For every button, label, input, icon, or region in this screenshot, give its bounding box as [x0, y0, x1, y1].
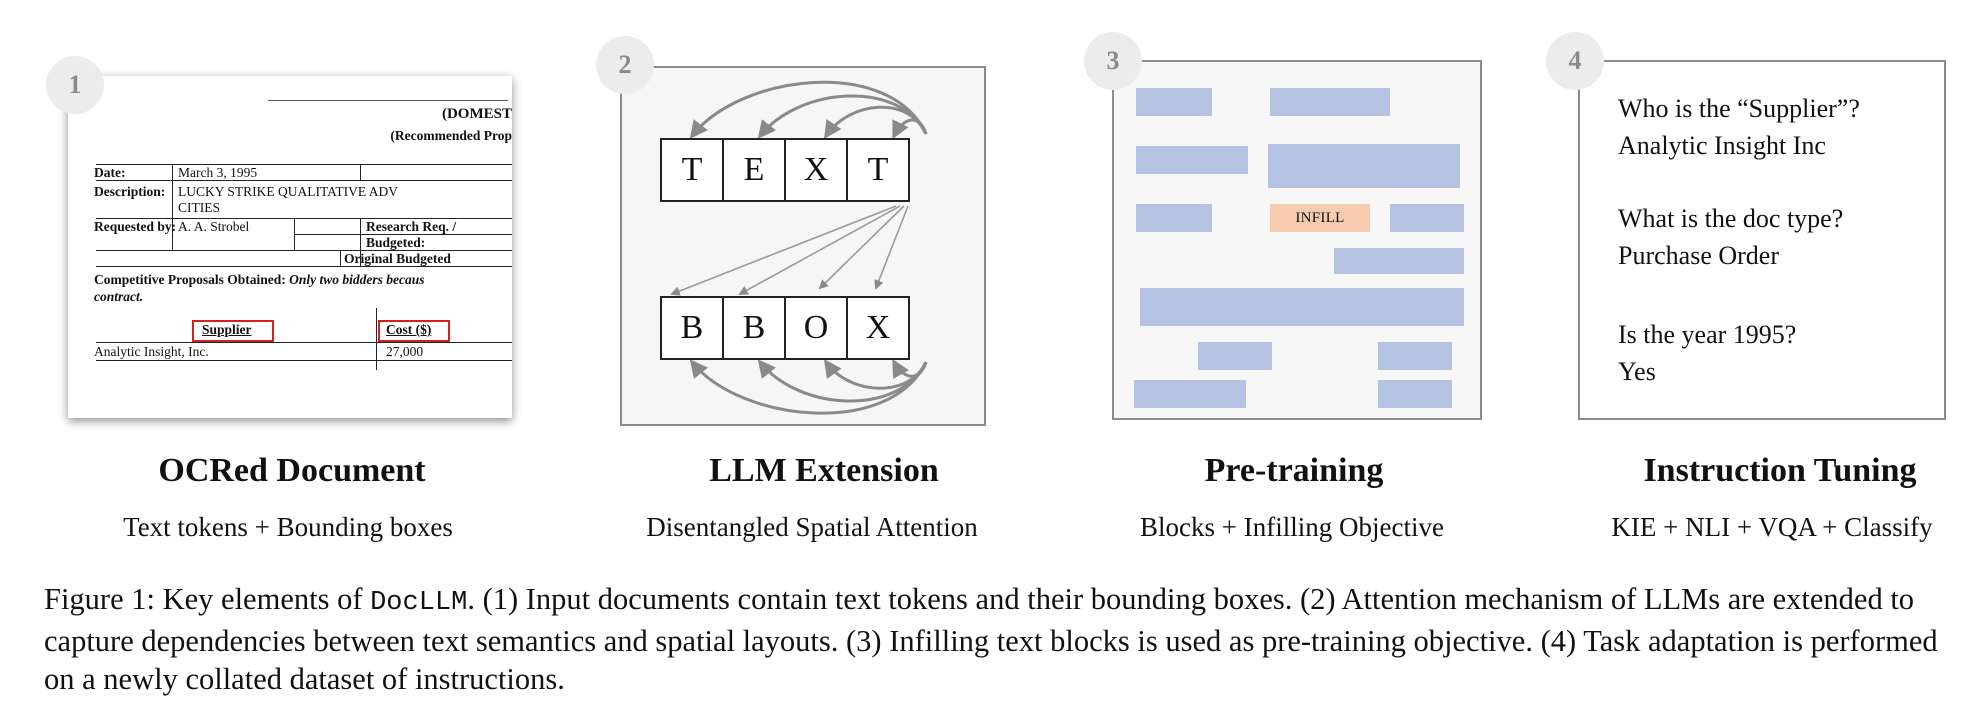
doc-description-value-2: CITIES [178, 200, 220, 215]
doc-rule [360, 218, 361, 266]
box-token-row: B B O X [660, 296, 910, 360]
doc-rule [294, 234, 512, 235]
answer-2: Purchase Order [1618, 241, 1779, 270]
text-block [1136, 204, 1212, 232]
doc-original-budgeted: Original Budgeted [344, 251, 451, 266]
panel-title-llm: LLM Extension [709, 452, 939, 489]
text-token: T [846, 138, 910, 202]
box-token: O [784, 296, 848, 360]
cross-attention-arrow [738, 205, 901, 295]
instruction-qa: Who is the “Supplier”? Analytic Insight … [1618, 90, 1860, 164]
panel-title-instruction: Instruction Tuning [1643, 452, 1917, 489]
box-token: X [846, 296, 910, 360]
infill-block: INFILL [1270, 204, 1370, 232]
doc-contract: contract. [94, 289, 144, 304]
panel-subtitle-instruction: KIE + NLI + VQA + Classify [1611, 512, 1933, 542]
doc-rule [96, 180, 512, 181]
instruction-qa: Is the year 1995? Yes [1618, 316, 1796, 390]
cross-attention-arrow [818, 205, 905, 290]
doc-rule [96, 250, 512, 251]
doc-rule [294, 218, 295, 250]
box-token: B [722, 296, 786, 360]
spatial-attention-arrow [757, 359, 928, 403]
figure-caption: Figure 1: Key elements of DocLLM. (1) In… [44, 580, 1964, 698]
caption-body: . (1) Input documents contain text token… [44, 582, 1938, 696]
spatial-attention-arrow [689, 359, 928, 415]
text-block [1378, 380, 1452, 408]
step-badge-2: 2 [596, 36, 654, 94]
instruction-qa: What is the doc type? Purchase Order [1618, 200, 1843, 274]
instruction-tuning-panel [1578, 60, 1946, 420]
doc-rule [96, 266, 340, 267]
text-block [1140, 288, 1464, 326]
attention-arrows [670, 80, 928, 415]
doc-research-req: Research Req. / [366, 219, 457, 234]
box-token: B [660, 296, 724, 360]
self-attention-arrow [689, 80, 928, 139]
doc-rule [96, 218, 512, 219]
doc-heading: (DOMEST [441, 106, 512, 122]
doc-requested-value: A. A. Strobel [178, 219, 250, 234]
cross-attention-arrow [874, 205, 909, 290]
cross-attention-arrow [670, 205, 897, 296]
text-token-row: T E X T [660, 138, 910, 202]
question-3: Is the year 1995? [1618, 320, 1797, 349]
doc-budgeted: Budgeted: [366, 235, 426, 250]
doc-cost-value: 27,000 [386, 344, 424, 359]
text-block [1134, 380, 1246, 408]
step-badge-1: 1 [46, 56, 104, 114]
panel-title-ocr: OCRed Document [158, 452, 426, 489]
step-badge-3: 3 [1084, 32, 1142, 90]
text-block [1268, 144, 1460, 188]
text-block [1390, 204, 1464, 232]
doc-cost-label: Cost ($) [386, 322, 432, 337]
text-block [1270, 88, 1390, 116]
self-attention-arrow [892, 118, 928, 140]
doc-requested-label: Requested by: [94, 219, 177, 234]
panel-title-pretraining: Pre-training [1204, 452, 1384, 489]
text-block [1198, 342, 1272, 370]
doc-date-label: Date: [94, 165, 126, 180]
caption-model-name: DocLLM [370, 588, 468, 618]
doc-rule [360, 164, 361, 180]
doc-competitive-italic: Only two bidders becaus [289, 272, 425, 287]
panel-subtitle-llm: Disentangled Spatial Attention [646, 512, 978, 542]
spatial-attention-arrow [892, 358, 928, 379]
answer-3: Yes [1618, 357, 1656, 386]
doc-rule [96, 342, 512, 343]
doc-date-value: March 3, 1995 [178, 165, 258, 180]
cost-highlight-box [378, 320, 450, 342]
doc-supplier-value: Analytic Insight, Inc. [94, 344, 209, 359]
text-block [1136, 146, 1248, 174]
doc-rule [268, 100, 508, 101]
doc-rule [96, 164, 512, 165]
self-attention-arrow [757, 94, 928, 139]
question-1: Who is the “Supplier”? [1618, 94, 1860, 123]
panel-subtitle-pretraining: Blocks + Infilling Objective [1140, 512, 1444, 542]
caption-prefix: Figure 1: Key elements of [44, 582, 371, 616]
doc-rule [376, 308, 377, 370]
doc-description-value: LUCKY STRIKE QUALITATIVE ADV [178, 184, 399, 199]
doc-competitive-label: Competitive Proposals Obtained: Only two… [94, 272, 425, 288]
doc-description-label: Description: [94, 184, 166, 199]
ocr-document-image: (DOMEST (Recommended Prop Date: March 3,… [68, 76, 512, 418]
text-block [1334, 248, 1464, 274]
text-block [1378, 342, 1452, 370]
text-token: T [660, 138, 724, 202]
text-token: X [784, 138, 848, 202]
doc-subheading: (Recommended Prop [390, 128, 512, 143]
answer-1: Analytic Insight Inc [1618, 131, 1826, 160]
doc-rule [340, 250, 341, 266]
doc-rule [340, 266, 512, 267]
text-block [1136, 88, 1212, 116]
text-token: E [722, 138, 786, 202]
doc-supplier-label: Supplier [202, 322, 252, 337]
panel-subtitle-ocr: Text tokens + Bounding boxes [123, 512, 453, 542]
doc-competitive-prefix: Competitive Proposals Obtained: [94, 272, 286, 287]
doc-rule [172, 164, 173, 250]
doc-rule [96, 360, 512, 361]
question-2: What is the doc type? [1618, 204, 1844, 233]
supplier-highlight-box [192, 320, 274, 342]
step-badge-4: 4 [1546, 32, 1604, 90]
